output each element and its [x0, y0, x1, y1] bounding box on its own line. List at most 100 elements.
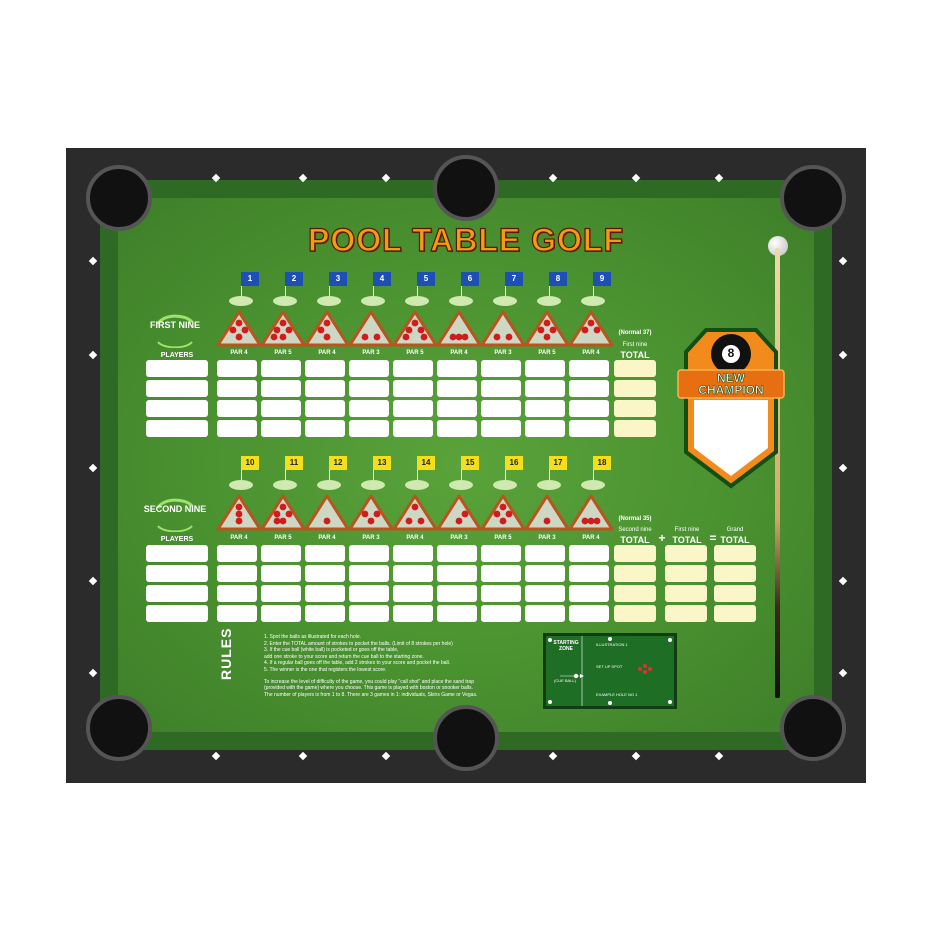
score-cell[interactable] [569, 545, 609, 562]
score-cell[interactable] [437, 360, 477, 377]
score-cell[interactable] [305, 400, 345, 417]
score-cell[interactable] [525, 565, 565, 582]
score-cell[interactable] [525, 420, 565, 437]
score-cell[interactable] [569, 565, 609, 582]
first-nine-total-cell[interactable] [614, 400, 656, 417]
player-name-cell[interactable] [146, 380, 208, 397]
score-cell[interactable] [305, 565, 345, 582]
score-cell[interactable] [569, 605, 609, 622]
player-name-cell[interactable] [146, 400, 208, 417]
second-nine-total-cell[interactable] [614, 565, 656, 582]
player-name-cell[interactable] [146, 545, 208, 562]
player-name-cell[interactable] [146, 420, 208, 437]
score-cell[interactable] [393, 565, 433, 582]
score-cell[interactable] [393, 360, 433, 377]
hole-flag-icon: 16 [505, 456, 523, 470]
score-cell[interactable] [217, 585, 257, 602]
score-cell[interactable] [261, 605, 301, 622]
first-nine-total-cell[interactable] [614, 360, 656, 377]
score-cell[interactable] [437, 585, 477, 602]
score-cell[interactable] [261, 380, 301, 397]
score-cell[interactable] [393, 400, 433, 417]
score-cell[interactable] [437, 605, 477, 622]
score-cell[interactable] [305, 380, 345, 397]
score-cell[interactable] [261, 585, 301, 602]
score-cell[interactable] [569, 360, 609, 377]
first-nine-carry-total-cell[interactable] [665, 605, 707, 622]
second-nine-total-cell[interactable] [614, 605, 656, 622]
score-cell[interactable] [525, 585, 565, 602]
putting-green-icon [317, 480, 341, 490]
score-cell[interactable] [481, 420, 521, 437]
first-nine-carry-total-cell[interactable] [665, 565, 707, 582]
score-cell[interactable] [305, 605, 345, 622]
score-cell[interactable] [261, 545, 301, 562]
score-cell[interactable] [349, 545, 389, 562]
score-cell[interactable] [217, 565, 257, 582]
second-nine-total-cell[interactable] [614, 545, 656, 562]
score-cell[interactable] [393, 380, 433, 397]
score-cell[interactable] [481, 360, 521, 377]
score-cell[interactable] [305, 420, 345, 437]
grand-total-cell[interactable] [714, 565, 756, 582]
score-cell[interactable] [217, 420, 257, 437]
score-cell[interactable] [481, 545, 521, 562]
score-cell[interactable] [305, 545, 345, 562]
score-cell[interactable] [437, 545, 477, 562]
par-label: PAR 5 [406, 350, 424, 356]
score-cell[interactable] [261, 420, 301, 437]
score-cell[interactable] [481, 605, 521, 622]
score-cell[interactable] [569, 380, 609, 397]
score-cell[interactable] [349, 565, 389, 582]
score-cell[interactable] [481, 380, 521, 397]
score-cell[interactable] [525, 545, 565, 562]
score-cell[interactable] [393, 605, 433, 622]
first-nine-carry-total-cell[interactable] [665, 585, 707, 602]
score-cell[interactable] [393, 545, 433, 562]
score-cell[interactable] [217, 545, 257, 562]
score-cell[interactable] [481, 565, 521, 582]
score-cell[interactable] [217, 380, 257, 397]
score-cell[interactable] [437, 400, 477, 417]
player-name-cell[interactable] [146, 585, 208, 602]
score-cell[interactable] [437, 565, 477, 582]
score-cell[interactable] [217, 400, 257, 417]
grand-total-cell[interactable] [714, 605, 756, 622]
score-cell[interactable] [349, 400, 389, 417]
score-cell[interactable] [525, 360, 565, 377]
score-cell[interactable] [261, 565, 301, 582]
score-cell[interactable] [525, 400, 565, 417]
score-cell[interactable] [569, 585, 609, 602]
player-name-cell[interactable] [146, 605, 208, 622]
player-name-cell[interactable] [146, 360, 208, 377]
second-nine-total-cell[interactable] [614, 585, 656, 602]
score-cell[interactable] [261, 400, 301, 417]
score-cell[interactable] [349, 360, 389, 377]
score-cell[interactable] [393, 420, 433, 437]
first-nine-total-cell[interactable] [614, 420, 656, 437]
score-cell[interactable] [305, 585, 345, 602]
player-name-cell[interactable] [146, 565, 208, 582]
score-cell[interactable] [525, 380, 565, 397]
grand-total-cell[interactable] [714, 545, 756, 562]
score-cell[interactable] [349, 420, 389, 437]
score-cell[interactable] [569, 400, 609, 417]
grand-total-label: TOTAL [720, 535, 750, 545]
score-cell[interactable] [437, 380, 477, 397]
first-nine-carry-total-cell[interactable] [665, 545, 707, 562]
score-cell[interactable] [393, 585, 433, 602]
grand-total-cell[interactable] [714, 585, 756, 602]
score-cell[interactable] [349, 380, 389, 397]
score-cell[interactable] [349, 585, 389, 602]
score-cell[interactable] [261, 360, 301, 377]
first-nine-total-cell[interactable] [614, 380, 656, 397]
score-cell[interactable] [217, 360, 257, 377]
score-cell[interactable] [481, 585, 521, 602]
score-cell[interactable] [305, 360, 345, 377]
score-cell[interactable] [481, 400, 521, 417]
score-cell[interactable] [437, 420, 477, 437]
score-cell[interactable] [569, 420, 609, 437]
score-cell[interactable] [525, 605, 565, 622]
score-cell[interactable] [217, 605, 257, 622]
score-cell[interactable] [349, 605, 389, 622]
